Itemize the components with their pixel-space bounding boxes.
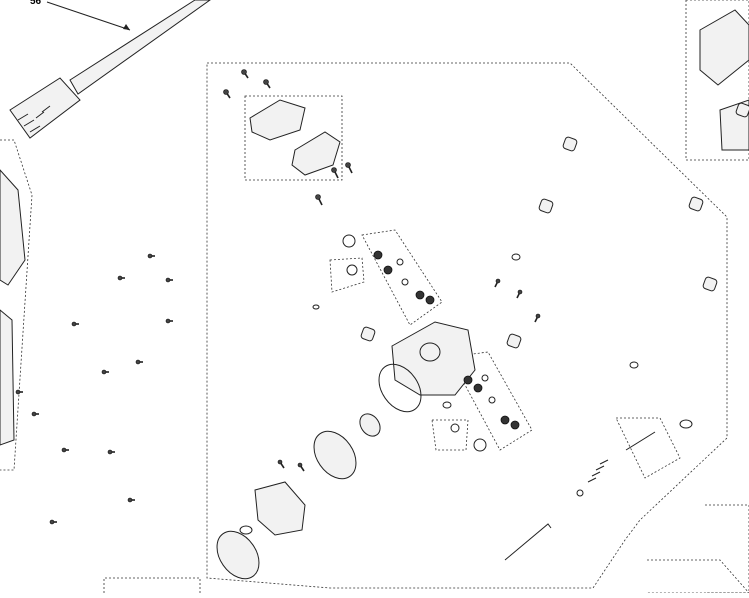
bypass-wire[interactable] bbox=[505, 524, 551, 560]
small-seal-boundary bbox=[330, 258, 364, 292]
part-number-56[interactable]: 56 bbox=[30, 0, 42, 7]
left-assembly-boundary bbox=[0, 140, 32, 470]
manifold-cover-boundary bbox=[245, 96, 342, 180]
spray-wand[interactable] bbox=[10, 0, 210, 138]
gun-handle[interactable] bbox=[0, 170, 25, 445]
bushings bbox=[360, 102, 749, 348]
pump-housing[interactable] bbox=[392, 322, 475, 395]
wobble-plate[interactable] bbox=[305, 410, 384, 487]
loose-screws bbox=[16, 70, 540, 525]
seal-kit-boundary bbox=[432, 420, 468, 450]
bottom-right-assembly-boundary bbox=[705, 505, 749, 593]
motor-flange[interactable] bbox=[208, 482, 305, 587]
callout-leader-56 bbox=[47, 2, 130, 30]
main-assembly-boundary bbox=[207, 63, 727, 588]
bottom-right-assembly-boundary-2 bbox=[647, 560, 749, 593]
small-o-rings bbox=[240, 235, 692, 534]
unloader-spring[interactable] bbox=[588, 432, 655, 482]
valve-kit-boundary-upper bbox=[362, 230, 442, 325]
callout-arrowhead bbox=[123, 24, 130, 30]
unloader-kit-boundary bbox=[616, 418, 680, 478]
valve-stack bbox=[374, 251, 519, 451]
bottom-left-assembly-boundary bbox=[104, 578, 200, 593]
large-o-ring[interactable] bbox=[370, 356, 429, 419]
valve-kit-boundary-lower bbox=[450, 352, 532, 450]
manifold-cover[interactable] bbox=[250, 100, 340, 175]
top-right-fitting[interactable] bbox=[700, 10, 749, 150]
